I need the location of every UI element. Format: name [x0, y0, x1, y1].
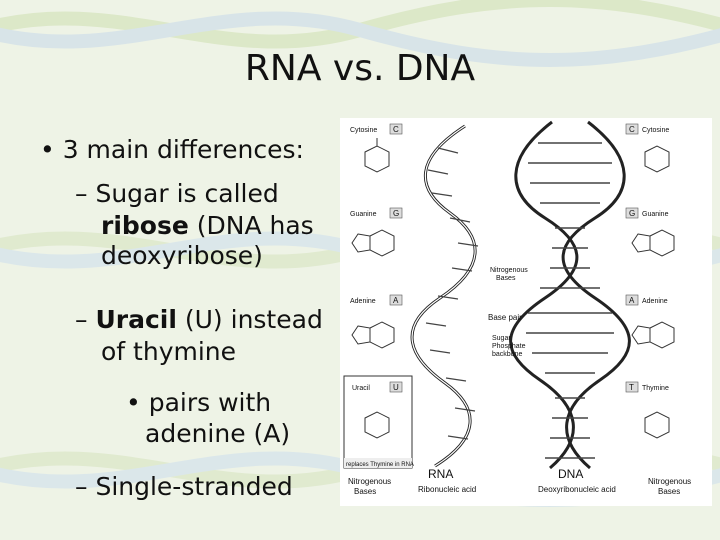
base-panel-adenine-left: Adenine A — [350, 294, 403, 349]
base-name: Cytosine — [642, 127, 669, 134]
rna-dna-diagram: Cytosine C Guanine G Adenine A — [340, 118, 712, 506]
base-name: Guanine — [642, 211, 669, 218]
base-letter: A — [393, 296, 399, 305]
base-panel-uracil-left: Uracil U replaces Thymine in RNA — [343, 375, 414, 469]
base-panel-cytosine-right: C Cytosine — [625, 123, 670, 173]
sub-sub-bullet-pairs-cont: adenine (A) — [145, 419, 291, 448]
callout-bases: Bases — [496, 275, 516, 282]
base-name: Adenine — [642, 298, 668, 305]
slide-title: RNA vs. DNA — [244, 48, 476, 89]
base-letter: U — [393, 383, 399, 392]
base-panel-guanine-right: G Guanine — [625, 207, 675, 257]
base-letter: G — [393, 209, 399, 218]
replaces-note: replaces Thymine in RNA — [346, 462, 414, 468]
left-footer-line2: Bases — [354, 487, 376, 496]
base-name: Adenine — [350, 298, 376, 305]
base-panel-thymine-right: T Thymine — [625, 381, 670, 439]
base-name: Guanine — [350, 211, 377, 218]
base-name: Cytosine — [350, 127, 377, 134]
bullet-dot: • — [126, 388, 149, 417]
bullet-1: • 3 main differences: — [40, 135, 304, 164]
sub-bullet-sugar-cont2: deoxyribose) — [101, 241, 263, 270]
sub-bullet-uracil-cont: of thymine — [101, 337, 237, 366]
callout-sugar: Sugar — [492, 335, 511, 342]
base-name: Thymine — [642, 385, 669, 392]
dash-marker: – — [75, 472, 96, 501]
bullet-dot: • — [40, 135, 63, 164]
base-name: Uracil — [352, 385, 370, 392]
base-letter: G — [629, 209, 635, 218]
callout-nitrogenous: Nitrogenous — [490, 267, 528, 274]
right-footer-line2: Bases — [658, 487, 680, 496]
dash-marker: – — [75, 179, 96, 208]
callouts: Nitrogenous Bases Base pair Sugar Phosph… — [488, 267, 528, 358]
sub-bullet-single: – Single-stranded — [75, 472, 293, 501]
callout-phosphate: Phosphate — [492, 343, 526, 350]
base-letter: T — [629, 383, 634, 392]
dna-subtitle: Deoxyribonucleic acid — [538, 485, 616, 494]
base-panel-adenine-right: A Adenine — [625, 294, 675, 349]
base-letter: A — [629, 296, 635, 305]
left-base-column: Cytosine C Guanine G Adenine A — [343, 123, 414, 496]
base-panel-cytosine-left: Cytosine C — [350, 123, 403, 173]
base-letter: C — [393, 125, 399, 134]
dna-label: DNA — [558, 467, 583, 481]
right-footer-line1: Nitrogenous — [648, 477, 691, 486]
dash-marker: – — [75, 305, 96, 334]
base-letter: C — [629, 125, 635, 134]
base-panel-guanine-left: Guanine G — [350, 207, 403, 257]
rna-helix — [410, 124, 479, 468]
rna-label: RNA — [428, 467, 453, 481]
sub-bullet-sugar-cont: ribose (DNA has — [101, 211, 314, 240]
diagram-svg: Cytosine C Guanine G Adenine A — [343, 120, 691, 496]
callout-base-pair: Base pair — [488, 313, 522, 322]
rna-subtitle: Ribonucleic acid — [418, 485, 476, 494]
right-base-column: C Cytosine G Guanine A Adenine T — [625, 123, 691, 496]
dna-helix — [509, 120, 631, 470]
sub-bullet-sugar: – Sugar is called — [75, 179, 279, 208]
sub-bullet-uracil: – Uracil (U) instead — [75, 305, 323, 334]
callout-backbone: backbone — [492, 351, 522, 358]
sub-sub-bullet-pairs: • pairs with — [126, 388, 272, 417]
left-footer-line1: Nitrogenous — [348, 477, 391, 486]
